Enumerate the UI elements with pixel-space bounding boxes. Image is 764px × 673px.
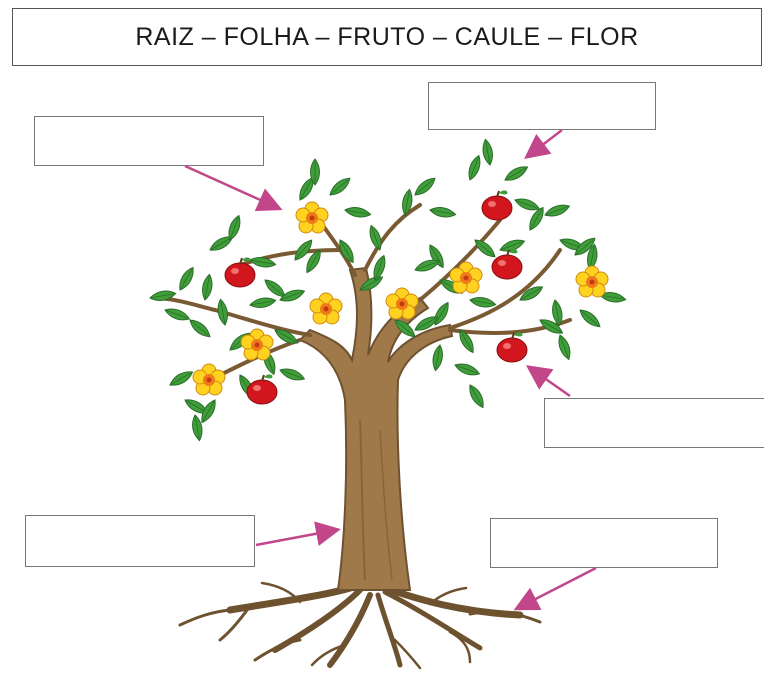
arrow-fruit <box>524 129 563 160</box>
trunk <box>298 266 454 591</box>
label-arrows <box>184 129 597 611</box>
roots <box>178 581 542 670</box>
arrow-root <box>513 566 597 611</box>
answer-box-flower[interactable] <box>34 116 264 166</box>
arrow-leaf <box>525 365 571 398</box>
answer-box-fruit[interactable] <box>428 82 656 130</box>
arrow-flower <box>184 164 283 212</box>
arrow-stem <box>255 521 341 547</box>
word-bank-text: RAIZ – FOLHA – FRUTO – CAULE – FLOR <box>135 22 639 51</box>
answer-box-leaf[interactable] <box>544 398 764 448</box>
answer-box-root[interactable] <box>490 518 718 568</box>
word-bank: RAIZ – FOLHA – FRUTO – CAULE – FLOR <box>12 8 762 66</box>
answer-box-stem[interactable] <box>25 515 255 567</box>
